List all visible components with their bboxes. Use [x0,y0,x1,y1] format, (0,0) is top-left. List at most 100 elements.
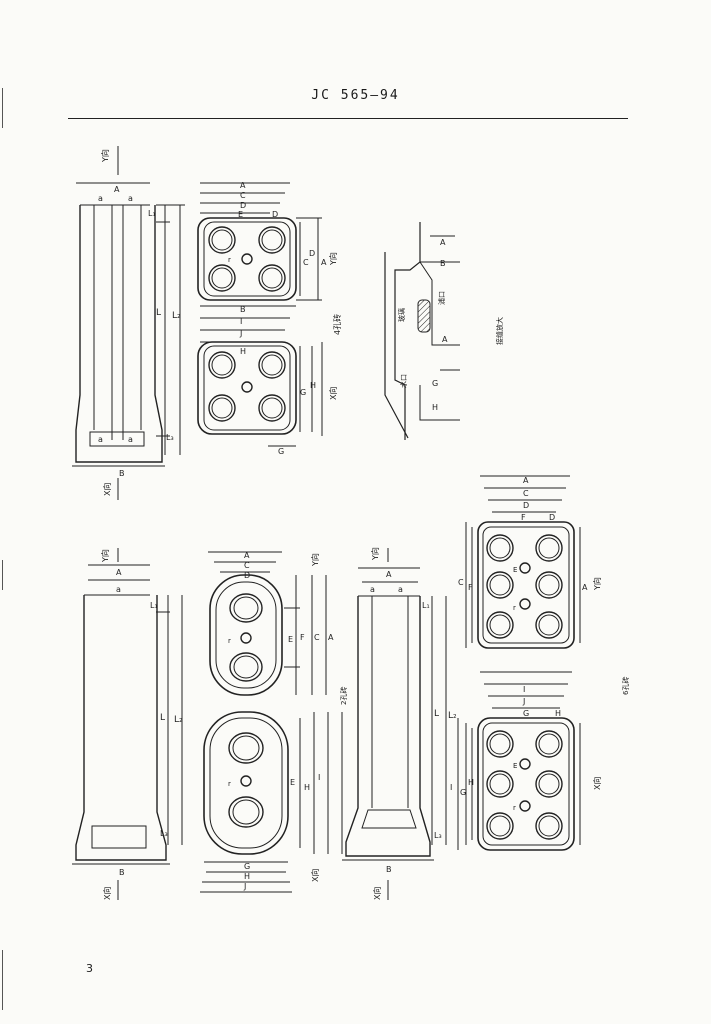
dim-I: I [450,783,452,792]
dim-a: a [98,435,103,444]
dim-J: J [522,697,525,706]
dim-B: B [440,259,446,268]
dim-E: E [513,566,517,574]
six-hole-label: 6孔砖 [621,677,630,695]
dim-A: A [523,476,529,485]
dim-C: C [523,489,529,498]
x-dir-label: X向 [592,777,602,790]
dim-H: H [555,709,561,718]
dim-G: G [523,709,529,718]
dim-E: E [513,762,517,770]
y-dir-label: Y向 [370,547,380,561]
x-dir-label: X向 [328,387,338,400]
x-dir-label: X向 [372,887,382,900]
dim-A: A [386,570,392,579]
scan-edge-mark [2,950,3,1010]
scan-edge-mark [2,560,3,590]
four-hole-label: 4孔砖 [332,314,342,335]
dim-B: B [119,469,125,478]
dim-L1: L₁ [150,601,158,610]
top-plan-y-view: A C D E D r C D A Y向 [197,181,338,301]
dim-L2: L₂ [172,311,181,321]
dim-F: F [468,583,473,592]
bottom-left-elevation: Y向 X向 A a L₁ L L₂ L₃ B [72,548,183,900]
dim-H: H [304,783,310,792]
dim-A: A [116,568,122,577]
y-dir-label: Y向 [100,549,110,563]
bottom-right-plan-y: A C D F D C F E r A Y向 6孔砖 [458,475,630,695]
dim-E: E [288,635,293,644]
dim-a: a [98,194,103,203]
x-dir-label: X向 [102,483,112,496]
two-hole-label: 2孔砖 [339,687,348,705]
dim-D: D [549,513,555,522]
dim-L3: L₃ [434,831,442,840]
mouth-label: 浦口 [437,291,446,305]
scan-edge-mark [2,88,3,128]
dim-a: a [116,585,121,594]
dim-H: H [468,778,474,787]
dim-D: D [272,210,278,219]
dim-C: C [303,258,309,267]
dim-E: E [238,210,243,219]
dim-G: G [432,379,438,388]
dim-L1: L₁ [148,209,156,218]
dim-B: B [119,868,125,877]
dim-I: I [523,685,525,694]
dim-G: G [278,447,284,456]
y-dir-label: Y向 [592,577,602,591]
dim-a: a [128,194,133,203]
dim-D: D [244,571,250,580]
dim-C: C [458,578,464,587]
x-dir-label: X向 [310,869,320,882]
page-header-code: JC 565—94 [311,88,400,103]
dim-C: C [244,561,250,570]
dim-I: I [240,317,242,326]
dim-r: r [228,780,231,788]
dim-J: J [239,329,242,338]
top-elevation-view: Y向 X向 A a a L₁ L L₂ L₃ B a a [72,146,185,500]
dim-C: C [240,191,246,200]
water-label: 水口 [399,374,408,388]
dim-A: A [244,551,250,560]
dim-F: F [300,633,305,642]
dim-G: G [460,788,466,797]
dim-r: r [228,256,231,264]
header-rule [68,118,628,119]
bottom-right-plan-x: I J G H I G H E r X向 [450,671,602,851]
dim-D: D [309,249,315,258]
dim-L3: L₃ [160,829,168,838]
dim-A: A [328,633,334,642]
dim-A: A [321,258,327,267]
glass-label: 玻璃 [397,308,406,322]
joint-detail: A B A G H 玻璃 浦口 水口 接缝放大 [384,222,504,440]
dim-r: r [513,604,516,612]
dim-L1: L₁ [422,601,430,610]
dim-H: H [310,381,316,390]
dim-L2: L₂ [174,715,183,725]
dim-I: I [318,773,320,782]
dim-B: B [240,305,246,314]
dim-F: F [521,513,526,522]
dim-L: L [160,713,165,723]
detail-caption: 接缝放大 [495,317,504,345]
x-dir-label: X向 [102,887,112,900]
dim-C: C [314,633,320,642]
dim-L3: L₃ [166,433,174,442]
dim-D: D [240,201,246,210]
dim-A: A [442,335,448,344]
dim-H: H [432,403,438,412]
dim-H: H [244,872,250,881]
dim-a: a [128,435,133,444]
dim-G: G [244,862,250,871]
dim-a: a [398,585,403,594]
y-dir-label: Y向 [100,149,110,163]
bottom-right-elevation: Y向 X向 A a a L₁ L L₂ L₃ B [342,547,457,900]
dim-D: D [523,501,529,510]
dim-A: A [114,185,120,194]
dim-a: a [370,585,375,594]
y-dir-label: Y向 [328,252,338,266]
dim-L: L [434,709,439,719]
